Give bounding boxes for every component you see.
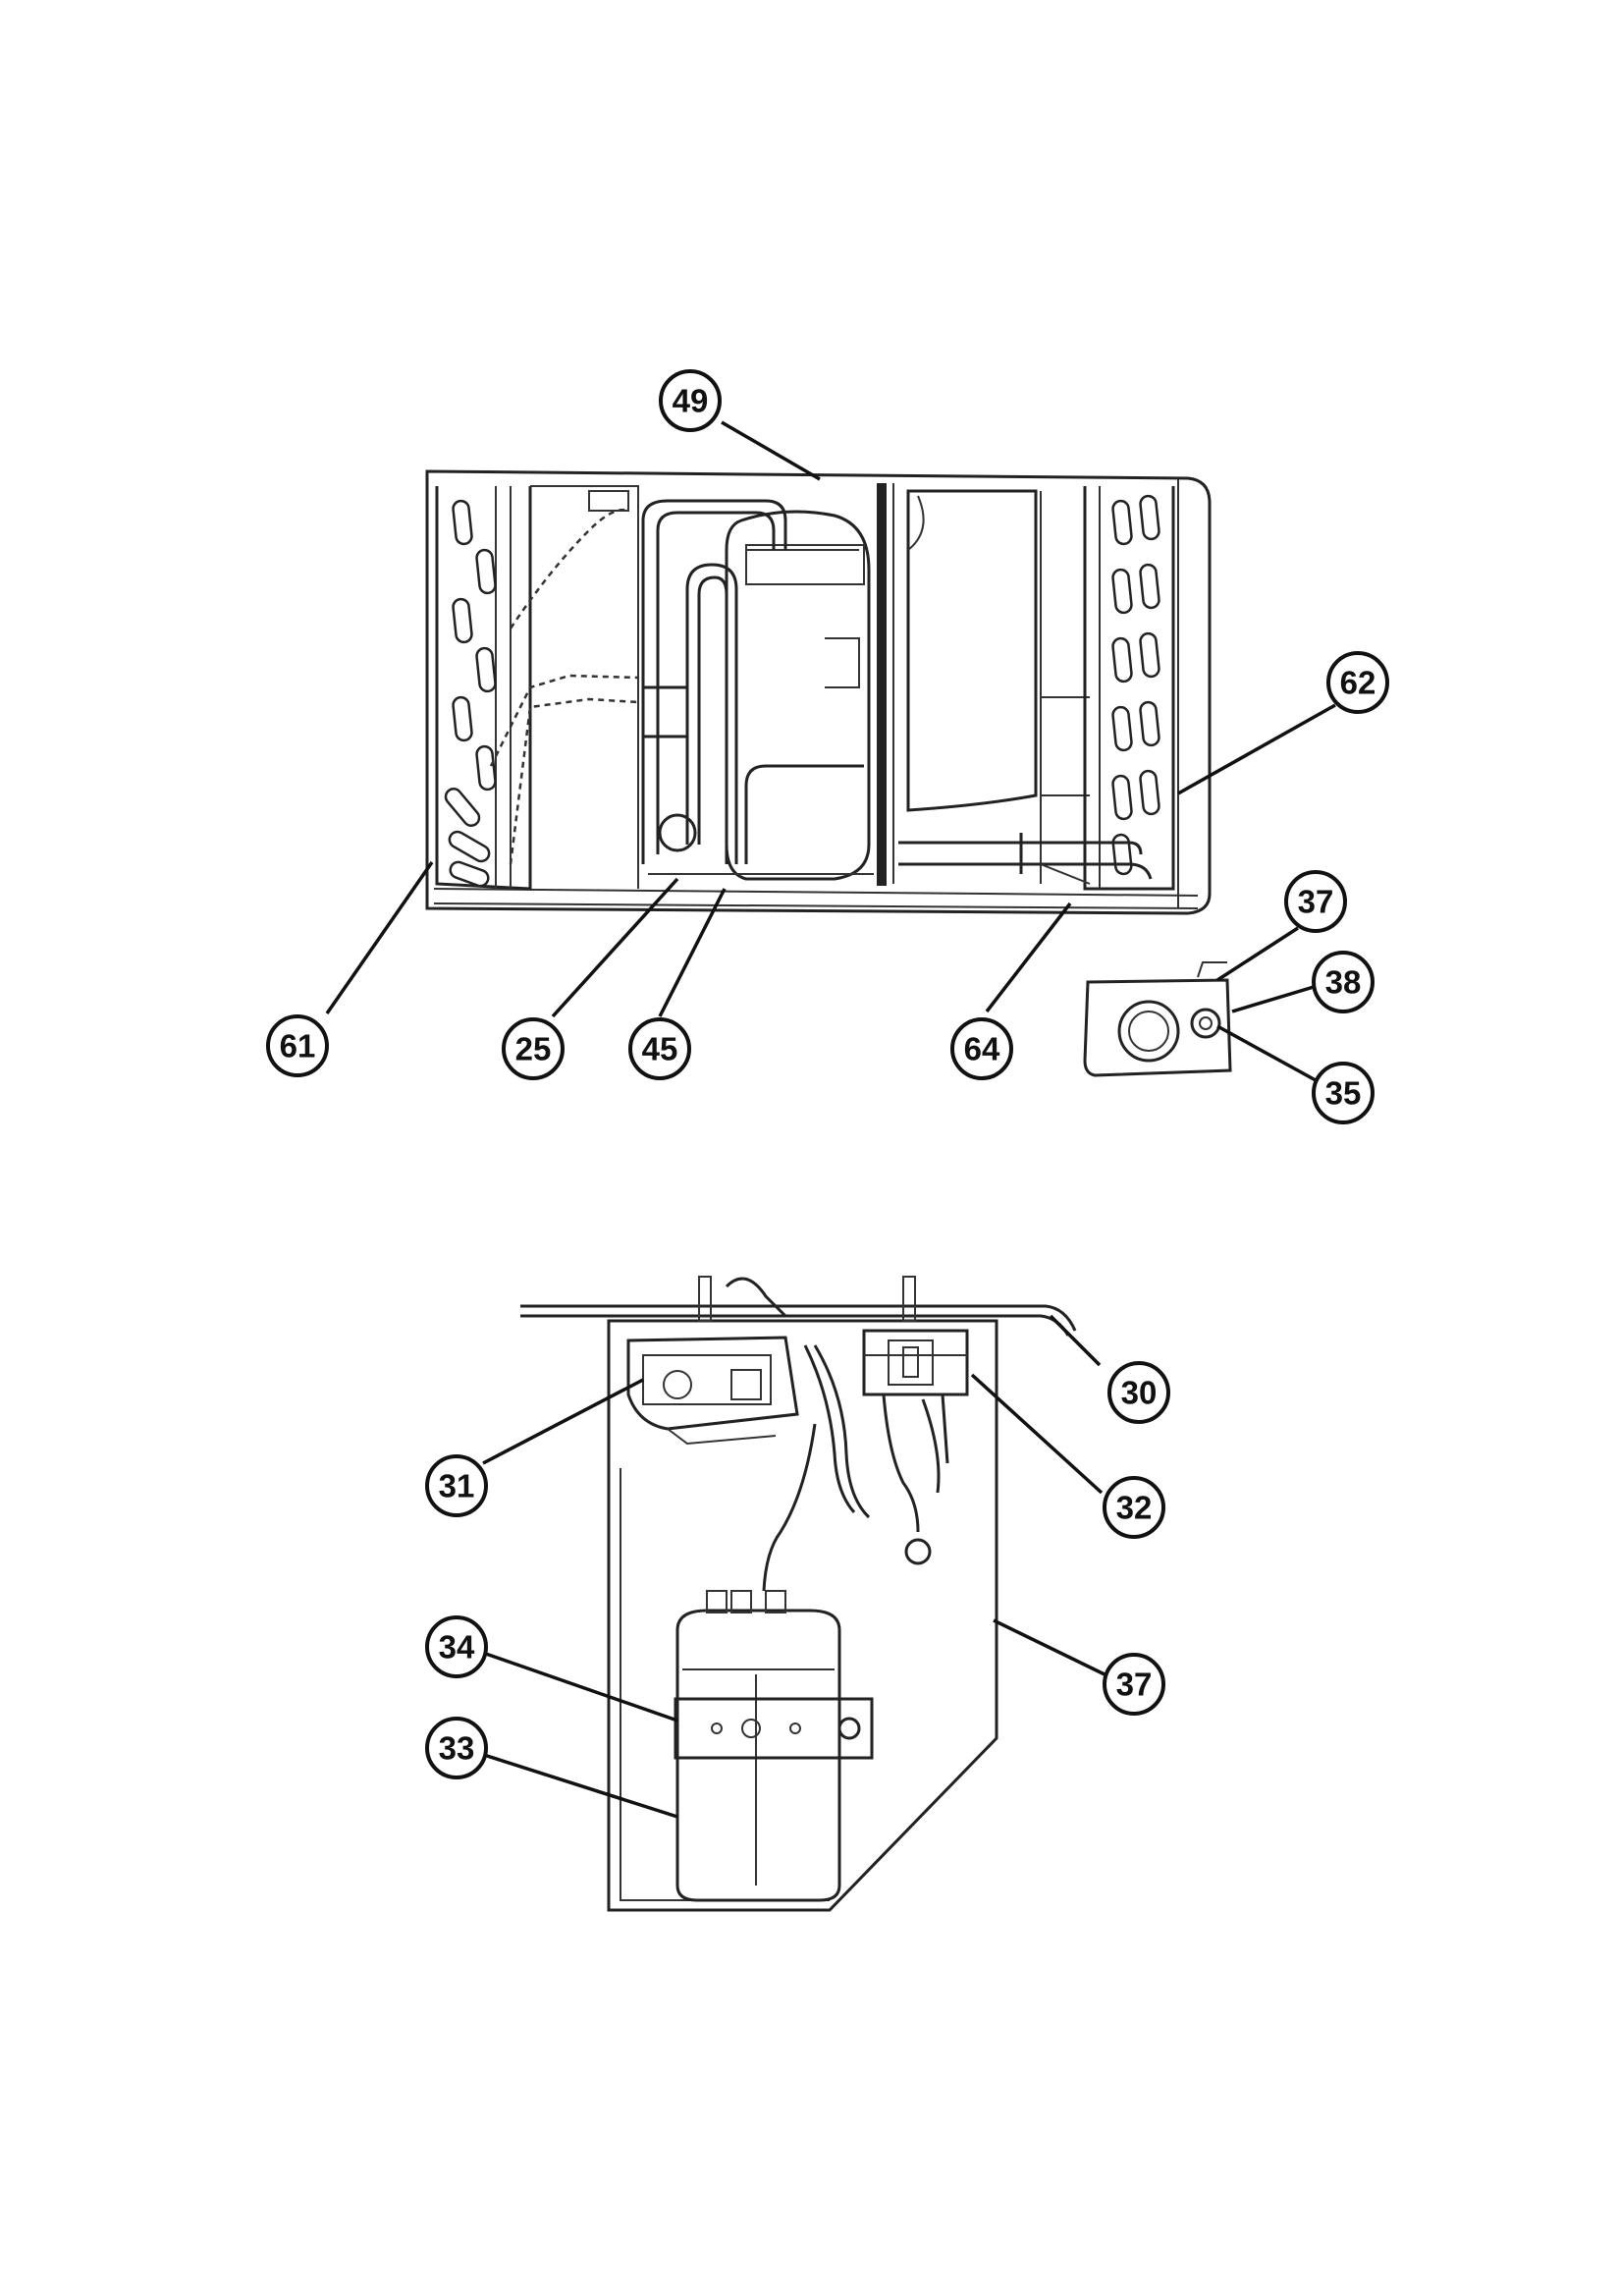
callout-label-35: 35 <box>1325 1075 1362 1112</box>
callout-37-top: 37 <box>1284 870 1347 933</box>
run-capacitor <box>675 1590 841 1902</box>
callout-label-61: 61 <box>280 1028 316 1065</box>
callout-30: 30 <box>1107 1361 1170 1424</box>
callout-64: 64 <box>950 1017 1013 1080</box>
callout-label-62: 62 <box>1340 665 1376 701</box>
callout-62: 62 <box>1326 651 1389 714</box>
compressor <box>725 510 871 881</box>
callout-35: 35 <box>1312 1062 1375 1124</box>
callout-31: 31 <box>425 1454 488 1517</box>
evaporator-coil <box>1083 486 1175 891</box>
callout-25: 25 <box>502 1017 565 1080</box>
callout-34: 34 <box>425 1615 488 1678</box>
callout-label-38: 38 <box>1325 964 1362 1001</box>
unit-chassis <box>425 469 1212 915</box>
capacitor-strap <box>674 1697 874 1760</box>
callout-32: 32 <box>1103 1476 1165 1539</box>
callout-label-37-bottom: 37 <box>1116 1667 1153 1703</box>
callout-38: 38 <box>1312 951 1375 1013</box>
callout-label-49: 49 <box>673 383 709 419</box>
callout-label-31: 31 <box>439 1468 475 1504</box>
selector-switch <box>862 1329 969 1396</box>
callout-33: 33 <box>425 1717 488 1779</box>
callout-61: 61 <box>266 1014 329 1077</box>
callout-49: 49 <box>659 369 722 432</box>
callout-label-37-top: 37 <box>1298 884 1334 920</box>
callout-label-45: 45 <box>642 1031 678 1067</box>
callout-45: 45 <box>628 1017 691 1080</box>
leader-lines <box>325 420 1336 1819</box>
callout-37-bottom: 37 <box>1103 1653 1165 1716</box>
thermostat <box>626 1336 799 1446</box>
callout-label-33: 33 <box>439 1730 475 1767</box>
callout-label-64: 64 <box>964 1031 1000 1067</box>
control-panel <box>520 1276 1077 1912</box>
callout-label-32: 32 <box>1116 1490 1153 1526</box>
callout-label-25: 25 <box>515 1031 552 1067</box>
callout-label-34: 34 <box>439 1629 475 1666</box>
condenser-coil <box>435 486 532 891</box>
capacitor-bracket <box>1083 961 1232 1077</box>
wiring-harness <box>762 1344 949 1592</box>
callout-label-30: 30 <box>1121 1375 1158 1411</box>
